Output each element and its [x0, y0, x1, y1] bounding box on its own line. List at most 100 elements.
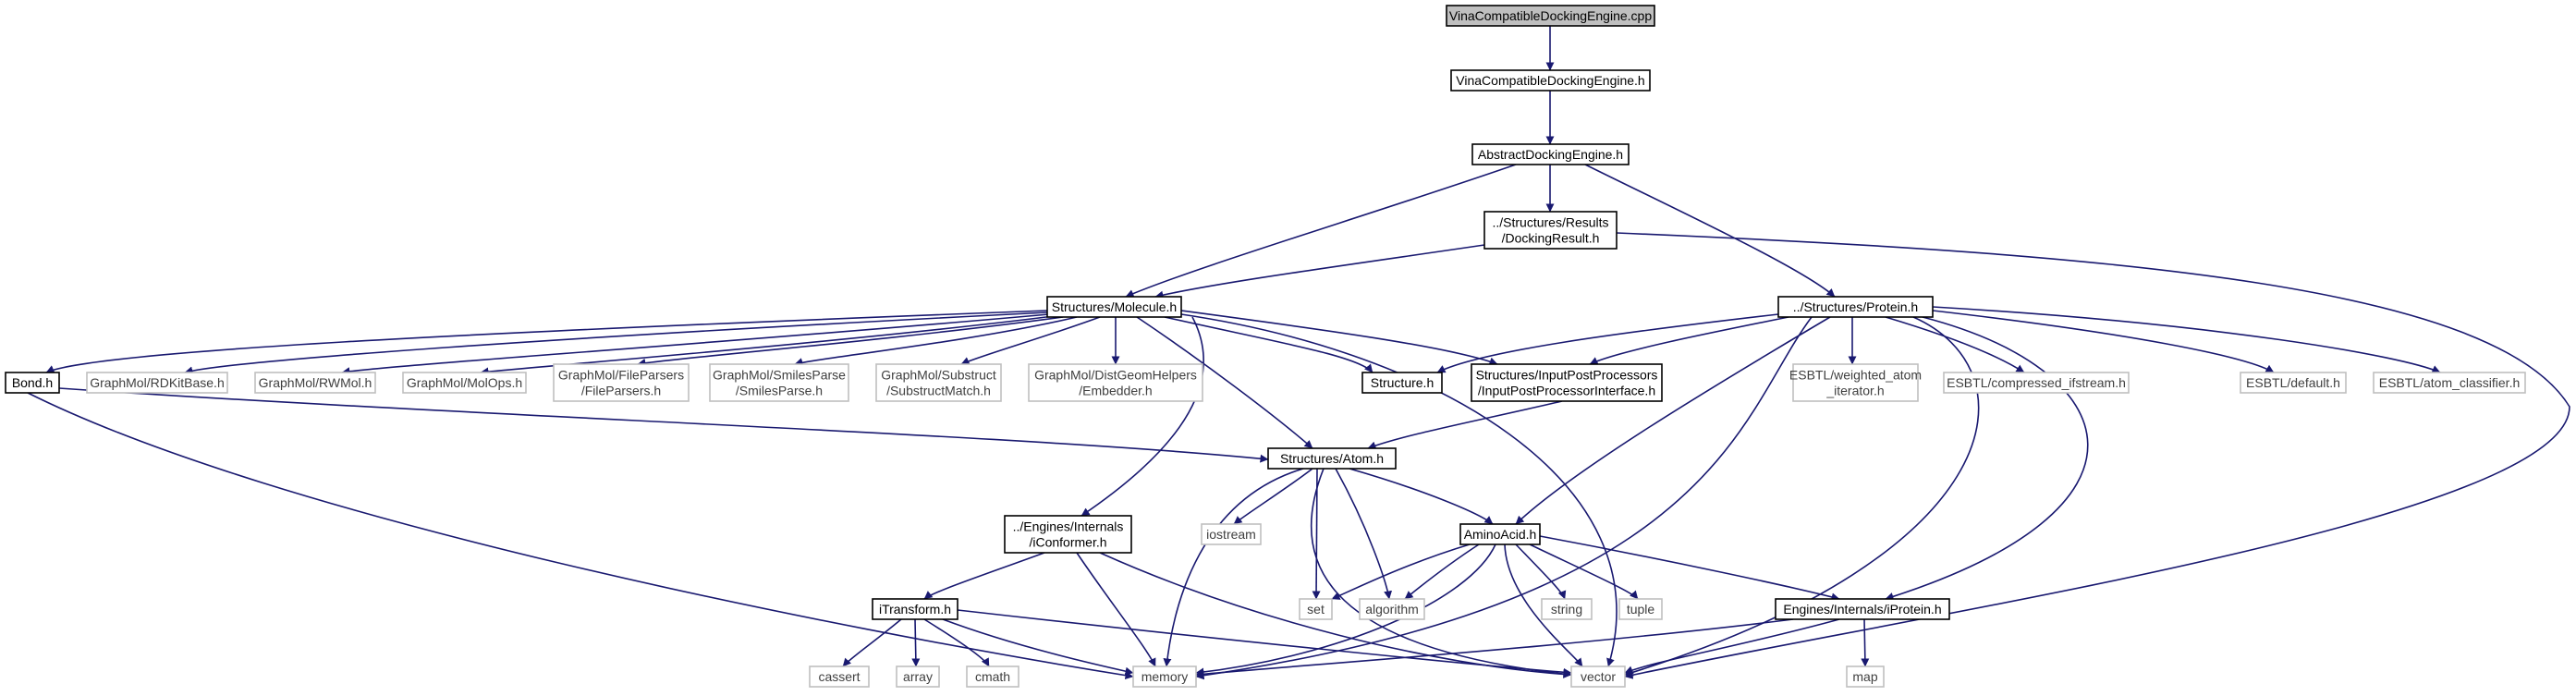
node-label-line: ESBTL/default.h — [2246, 375, 2340, 390]
node-box — [875, 363, 1002, 402]
node-tuple: tuple — [1618, 598, 1663, 620]
node-box — [1132, 665, 1197, 688]
node-box — [709, 363, 849, 402]
node-box — [402, 372, 527, 394]
nodes-layer: VinaCompatibleDockingEngine.cppVinaCompa… — [5, 5, 2526, 688]
node-dockres_h[interactable]: ../Structures/Results/DockingResult.h — [1483, 211, 1618, 250]
node-algorithm: algorithm — [1359, 598, 1425, 620]
node-esbtl_default: ESBTL/default.h — [2240, 372, 2347, 394]
node-label-line: Structures/Atom.h — [1280, 451, 1384, 466]
node-label-line: /Embedder.h — [1079, 384, 1152, 398]
edge-aminoacid_h-to-vector — [1504, 543, 1583, 667]
node-structure_h[interactable]: Structure.h — [1361, 372, 1443, 394]
node-smilesparse: GraphMol/SmilesParse/SmilesParse.h — [709, 363, 849, 402]
node-bond_h[interactable]: Bond.h — [5, 372, 60, 394]
edge-iprotein_h-to-vector — [1624, 618, 1840, 674]
edges-layer — [27, 26, 2570, 680]
node-rdkitbase: GraphMol/RDKitBase.h — [86, 372, 228, 394]
node-atom_h[interactable]: Structures/Atom.h — [1267, 447, 1397, 470]
node-molops: GraphMol/MolOps.h — [402, 372, 527, 394]
edge-protein_h-to-structure_h — [1436, 313, 1779, 373]
node-memory: memory — [1132, 665, 1197, 688]
edge-protein_h-to-iprotein_h — [1885, 316, 2089, 601]
node-label-line: Structures/Molecule.h — [1052, 299, 1177, 314]
edge-protein_h-to-memory — [1195, 316, 1813, 680]
node-box — [1201, 523, 1262, 545]
node-box — [254, 372, 376, 394]
edge-atom_h-to-iostream — [1233, 468, 1313, 525]
node-set: set — [1299, 598, 1333, 620]
node-label-line: Structures/InputPostProcessors — [1476, 368, 1658, 383]
node-box — [1943, 372, 2130, 394]
edge-bond_h-to-memory — [27, 392, 1134, 680]
node-box — [1450, 69, 1651, 92]
node-label-line: AbstractDockingEngine.h — [1478, 147, 1623, 162]
node-map: map — [1846, 665, 1885, 688]
node-label-line: iTransform.h — [879, 602, 951, 617]
node-iprotein_h[interactable]: Engines/Internals/iProtein.h — [1775, 598, 1950, 620]
node-substructmatch: GraphMol/Substruct/SubstructMatch.h — [875, 363, 1002, 402]
edge-molecule_h-to-substructmatch — [960, 316, 1101, 365]
node-box — [1046, 296, 1182, 318]
edge-iconformer_h-to-vector — [1099, 552, 1572, 678]
edge-iprotein_h-to-map — [1861, 618, 1870, 667]
node-cassert: cassert — [809, 665, 870, 688]
edge-molecule_h-to-structure_h — [1164, 316, 1373, 373]
node-aminoacid_h[interactable]: AminoAcid.h — [1459, 523, 1541, 545]
node-embedder: GraphMol/DistGeomHelpers/Embedder.h — [1028, 363, 1203, 402]
node-label-line: VinaCompatibleDockingEngine.h — [1456, 73, 1644, 88]
node-box — [1483, 211, 1618, 250]
edge-ade_h-to-molecule_h — [1125, 164, 1517, 298]
node-iostream: iostream — [1201, 523, 1262, 545]
node-label-line: vector — [1581, 669, 1616, 684]
edge-molecule_h-to-bond_h — [45, 310, 1048, 373]
edge-atom_h-to-memory — [1163, 468, 1304, 667]
node-ade_h[interactable]: AbstractDockingEngine.h — [1471, 143, 1630, 165]
node-molecule_h[interactable]: Structures/Molecule.h — [1046, 296, 1182, 318]
node-label-line: iostream — [1206, 527, 1256, 542]
node-vcde_h[interactable]: VinaCompatibleDockingEngine.h — [1450, 69, 1651, 92]
edge-aminoacid_h-to-set — [1331, 543, 1471, 600]
node-box — [896, 665, 940, 688]
edge-molecule_h-to-iconformer_h — [1080, 316, 1204, 517]
node-box — [1299, 598, 1333, 620]
node-box — [1471, 143, 1630, 165]
edge-protein_h-to-atom_classifier — [1932, 306, 2441, 373]
node-label-line: _iterator.h — [1825, 384, 1884, 398]
node-label-line: GraphMol/RDKitBase.h — [90, 375, 225, 390]
node-label-line: GraphMol/MolOps.h — [407, 375, 522, 390]
edge-aminoacid_h-to-memory — [1195, 543, 1496, 677]
node-label-line: Structure.h — [1371, 375, 1434, 390]
node-box — [1359, 598, 1425, 620]
node-compressed: ESBTL/compressed_ifstream.h — [1943, 372, 2130, 394]
edge-molecule_h-to-fileparsers — [637, 316, 1064, 367]
node-label-line: /iConformer.h — [1029, 535, 1106, 550]
node-protein_h[interactable]: ../Structures/Protein.h — [1777, 296, 1934, 318]
node-itransform_h[interactable]: iTransform.h — [872, 598, 958, 620]
node-label-line: Bond.h — [12, 375, 53, 390]
node-box — [966, 665, 1019, 688]
node-box — [5, 372, 60, 394]
node-label-line: map — [1852, 669, 1877, 684]
node-label-line: GraphMol/SmilesParse — [713, 368, 846, 383]
node-label-line: cassert — [818, 669, 860, 684]
node-box — [553, 363, 690, 402]
node-box — [872, 598, 958, 620]
node-box — [2240, 372, 2347, 394]
node-box — [1459, 523, 1541, 545]
edge-protein_h-to-aminoacid_h — [1515, 316, 1831, 525]
edge-itransform_h-to-cmath — [923, 618, 990, 667]
edge-atom_h-to-algorithm — [1335, 468, 1393, 600]
node-label-line: /DockingResult.h — [1502, 231, 1600, 246]
node-label-line: Engines/Internals/iProtein.h — [1783, 602, 1941, 617]
node-label-line: GraphMol/RWMol.h — [259, 375, 372, 390]
node-label-line: AminoAcid.h — [1464, 527, 1537, 542]
node-iconformer_h[interactable]: ../Engines/Internals/iConformer.h — [1004, 515, 1132, 554]
edge-aminoacid_h-to-iprotein_h — [1539, 535, 1840, 602]
node-box — [809, 665, 870, 688]
node-label-line: GraphMol/DistGeomHelpers — [1034, 368, 1197, 383]
edge-molecule_h-to-rwmol — [341, 313, 1050, 376]
node-ipp_h[interactable]: Structures/InputPostProcessors/InputPost… — [1471, 363, 1663, 402]
edge-protein_h-to-ipp_h — [1589, 316, 1789, 365]
